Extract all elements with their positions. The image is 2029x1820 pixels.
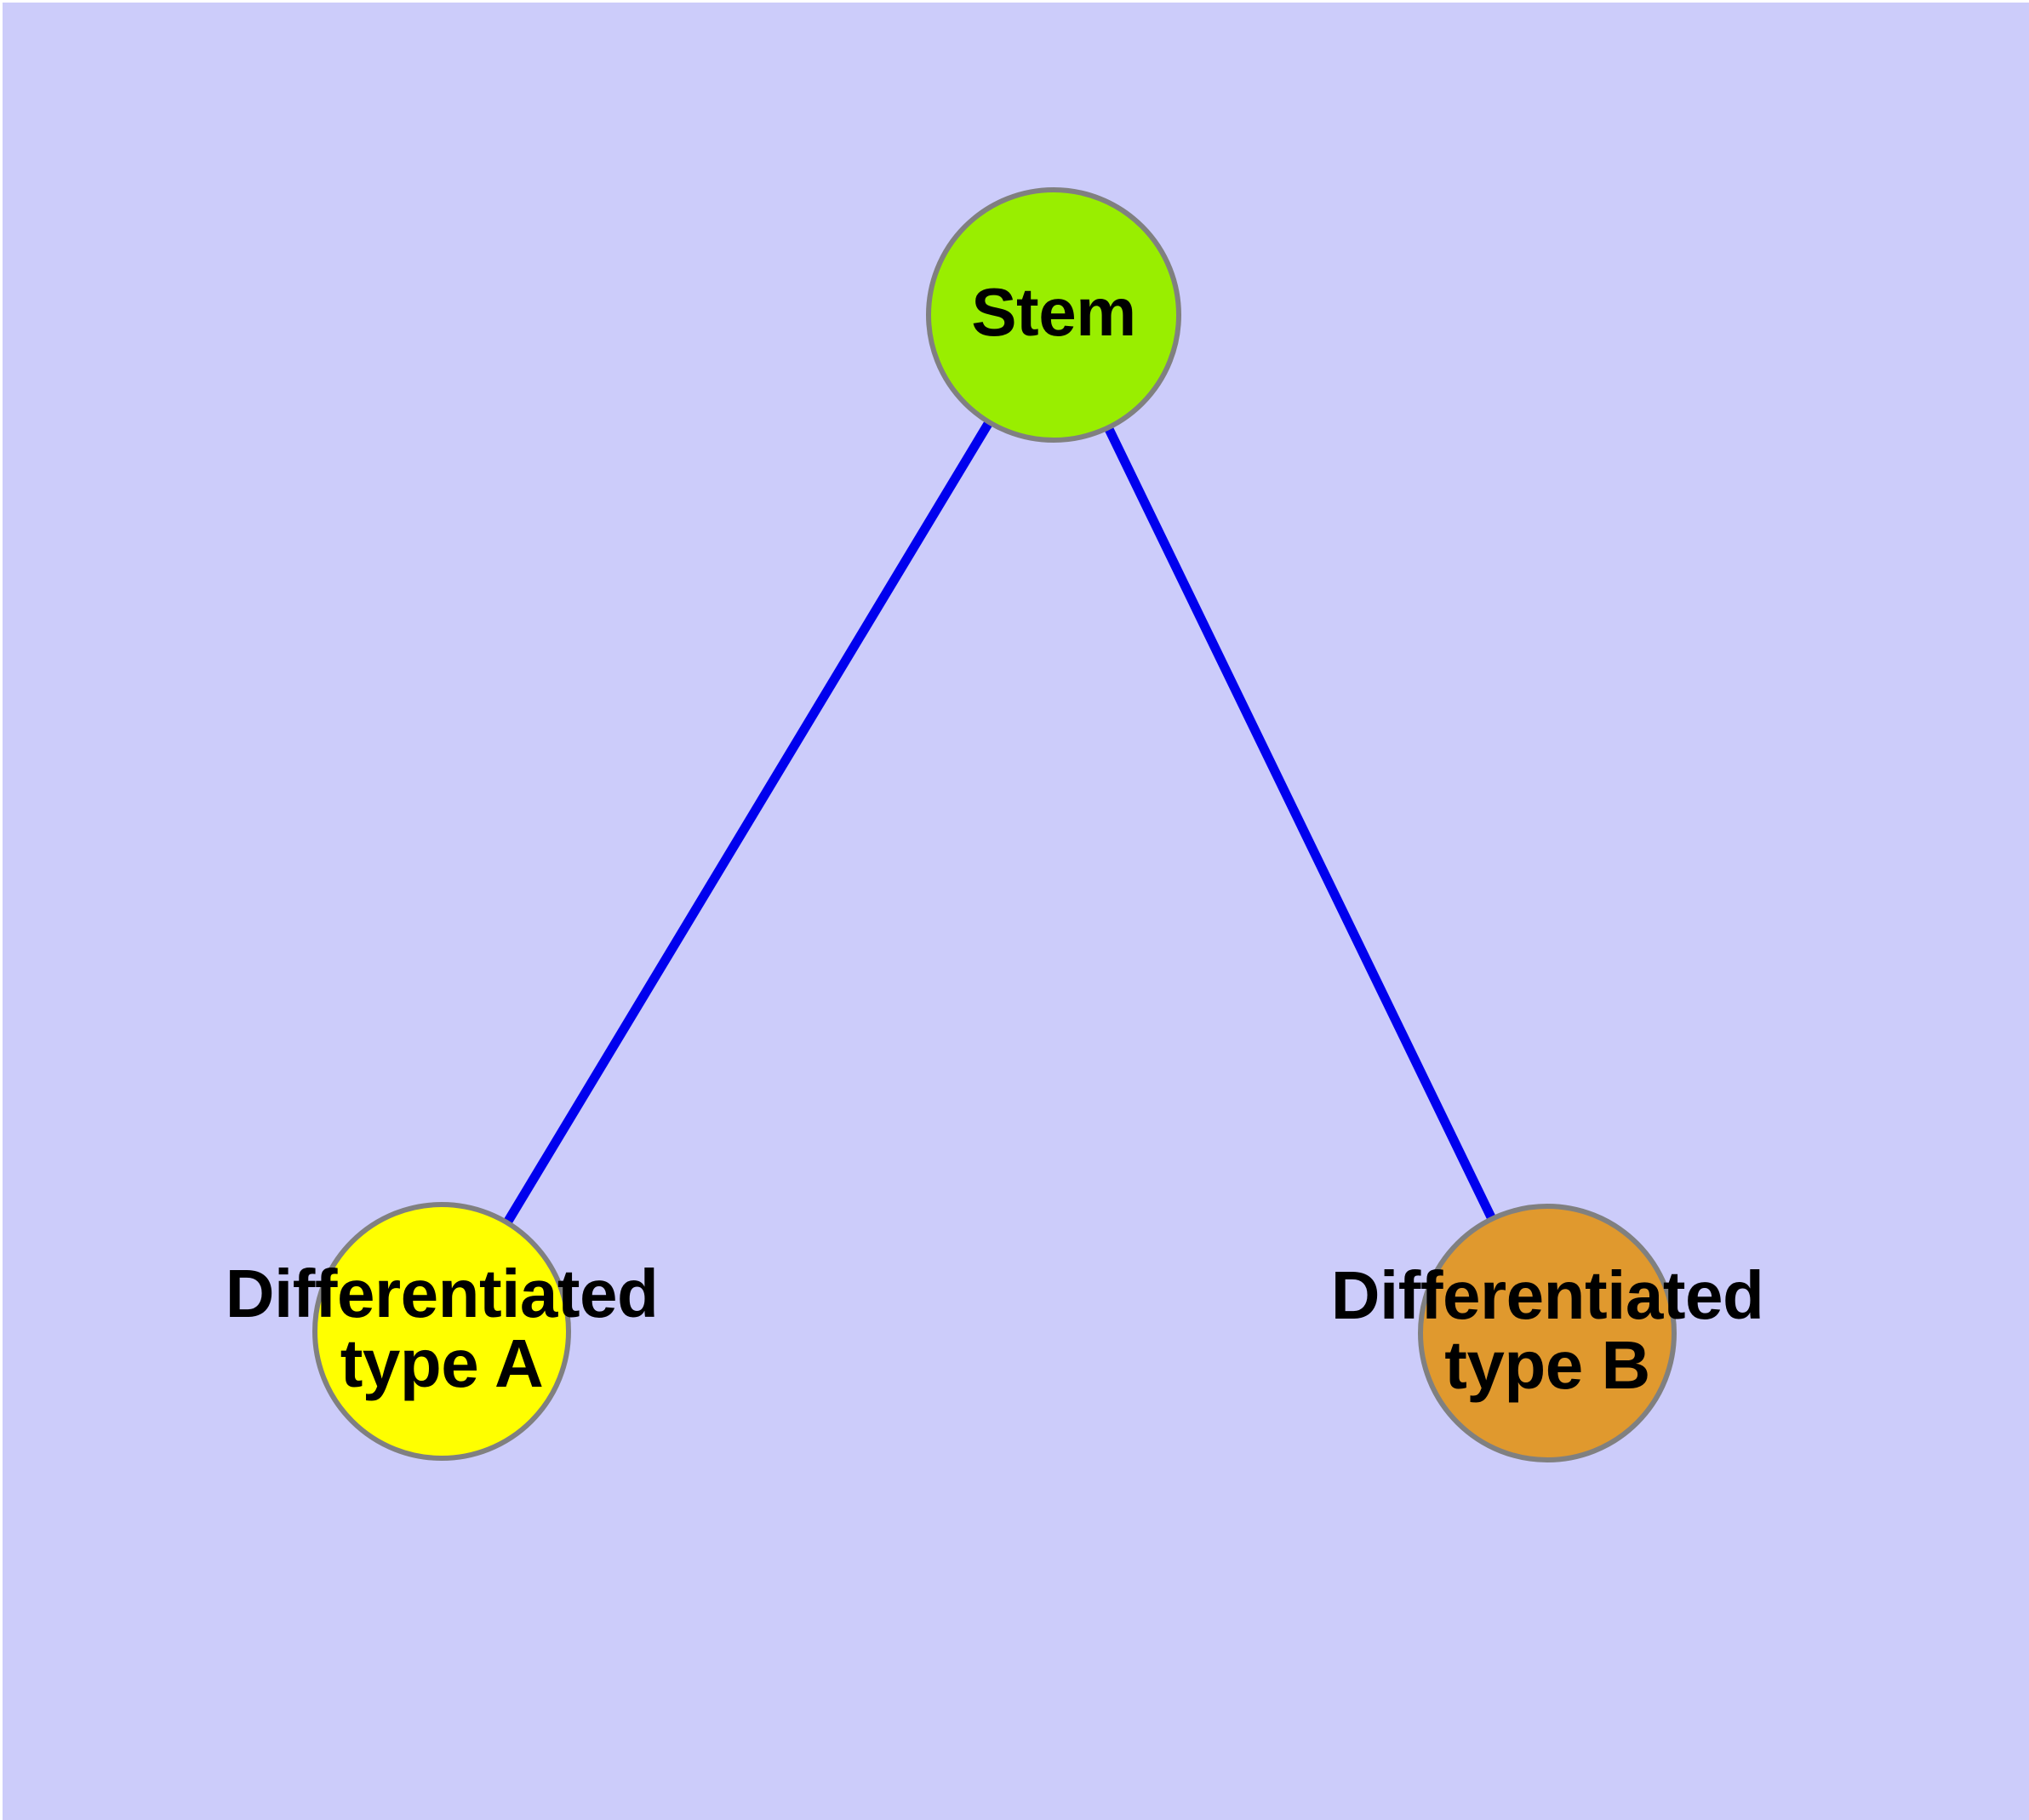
edge-layer bbox=[503, 420, 1496, 1225]
edge-stem-diff-a bbox=[503, 420, 993, 1225]
node-differentiated-type-a[interactable] bbox=[312, 1202, 571, 1461]
node-differentiated-type-b[interactable] bbox=[1418, 1204, 1677, 1462]
node-stem[interactable] bbox=[926, 187, 1181, 443]
edge-stem-diff-b bbox=[1104, 426, 1496, 1221]
node-layer bbox=[312, 187, 1677, 1462]
